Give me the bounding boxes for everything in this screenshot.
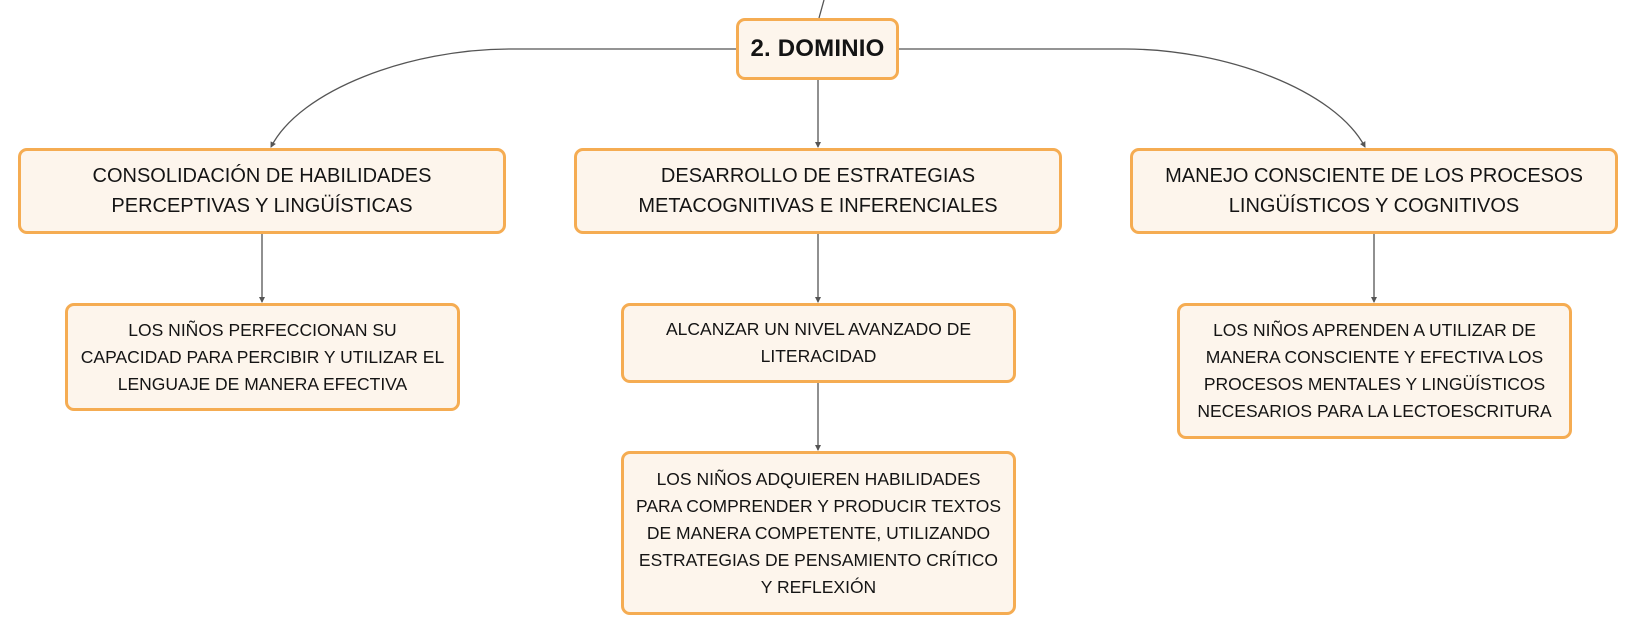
- branch-node-2[interactable]: DESARROLLO DE ESTRATEGIAS METACOGNITIVAS…: [574, 148, 1062, 234]
- branch-1-child-node-1-label: LOS NIÑOS PERFECCIONAN SU CAPACIDAD PARA…: [80, 319, 445, 394]
- branch-2-child-node-2[interactable]: LOS NIÑOS ADQUIEREN HABILIDADES PARA COM…: [621, 451, 1016, 615]
- branch-3-child-node-1-label: LOS NIÑOS APRENDEN A UTILIZAR DE MANERA …: [1197, 320, 1552, 421]
- root-node-label: 2. DOMINIO: [750, 35, 885, 62]
- branch-2-child-node-2-label: LOS NIÑOS ADQUIEREN HABILIDADES PARA COM…: [636, 468, 1001, 597]
- branch-node-1-label: CONSOLIDACIÓN DE HABILIDADES PERCEPTIVAS…: [92, 165, 432, 217]
- branch-2-child-node-1[interactable]: ALCANZAR UN NIVEL AVANZADO DE LITERACIDA…: [621, 303, 1016, 383]
- branch-1-child-node-1[interactable]: LOS NIÑOS PERFECCIONAN SU CAPACIDAD PARA…: [65, 303, 460, 411]
- branch-node-1[interactable]: CONSOLIDACIÓN DE HABILIDADES PERCEPTIVAS…: [18, 148, 506, 234]
- connector-incoming: [818, 0, 825, 19]
- branch-2-child-node-1-label: ALCANZAR UN NIVEL AVANZADO DE LITERACIDA…: [665, 319, 972, 366]
- branch-3-child-node-1[interactable]: LOS NIÑOS APRENDEN A UTILIZAR DE MANERA …: [1177, 303, 1572, 439]
- connector-root-to-branch-3: [899, 48, 1366, 148]
- branch-node-3[interactable]: MANEJO CONSCIENTE DE LOS PROCESOS LINGÜÍ…: [1130, 148, 1618, 234]
- branch-node-3-label: MANEJO CONSCIENTE DE LOS PROCESOS LINGÜÍ…: [1165, 165, 1583, 217]
- root-node[interactable]: 2. DOMINIO: [736, 18, 899, 80]
- connector-root-to-branch-1: [270, 48, 736, 148]
- branch-node-2-label: DESARROLLO DE ESTRATEGIAS METACOGNITIVAS…: [638, 165, 998, 217]
